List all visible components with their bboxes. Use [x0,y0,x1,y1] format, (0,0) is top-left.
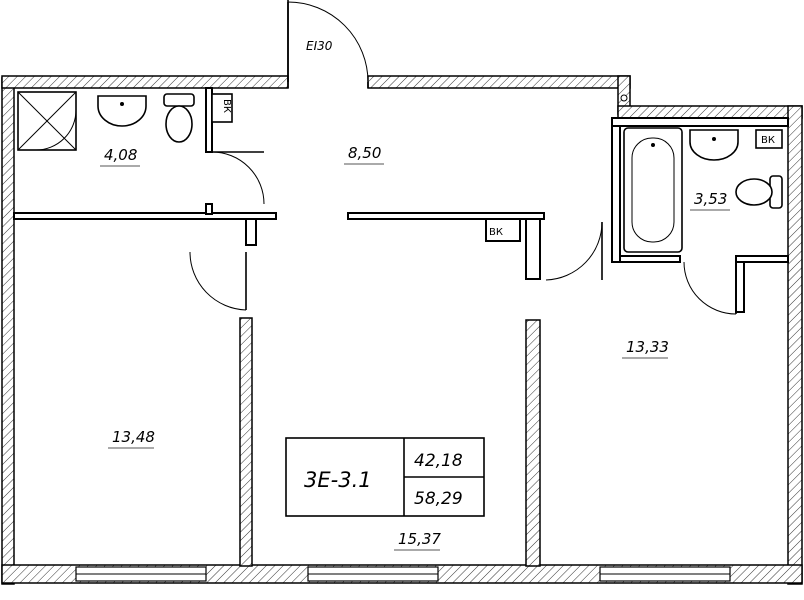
toilet-icon [163,93,195,107]
labels: EI30 ВК ВК ВК 4,08 8,50 3,53 13,33 13,48… [100,39,775,551]
bath-right-left-wall [611,125,621,263]
sink-icon [97,95,147,127]
bath-right-bottom-a [619,255,681,263]
room-area-hallway: 8,50 [348,144,381,162]
doors [189,1,737,315]
bath-right-top [611,117,789,127]
door-swing-icon [683,261,737,315]
bedroom-left-divider [239,317,253,567]
apartment-summary: 3E-3.1 42,18 58,29 [285,437,485,517]
right-wall [787,105,803,585]
bathtub-icon [623,127,683,253]
sink-icon [689,129,739,161]
top-left-wall [1,75,289,89]
left-wall [1,77,15,585]
shaft-left [211,93,233,123]
bath-left-side [205,87,213,153]
bath-left-wall [13,212,277,220]
door-swing-icon [545,221,603,281]
living-area-value: 42,18 [414,451,463,471]
apartment-code: 3E-3.1 [304,468,372,492]
shaft-box [485,218,521,242]
room-area-bedroom-left: 13,48 [112,428,155,446]
bath-right-bottom-b [735,255,789,263]
top-right-wall [617,105,803,119]
bedroom-right-divider [525,319,541,567]
left-bathroom-fixtures [17,91,233,151]
room-area-bathroom-left: 4,08 [104,146,137,164]
windows [75,566,731,582]
room-area-living-room: 15,37 [398,530,441,548]
interior-walls [13,87,789,567]
shaft-label-right: ВК [761,135,775,146]
shaft-label-middle: ВК [489,227,503,238]
door-swing-icon [189,251,247,311]
shaft-right [755,129,783,149]
door-rating: EI30 [306,39,333,53]
door-swing-icon [287,1,369,83]
total-area-value: 58,29 [414,489,463,509]
room-area-bedroom-right: 13,33 [626,338,669,356]
room-area-bathroom-right: 3,53 [694,190,727,208]
top-middle-wall [367,75,631,89]
shaft-label-left: ВК [221,99,232,113]
divider-top [245,218,257,246]
door-swing-icon [211,151,265,205]
bath-right-corner [735,261,745,313]
divider-upper [525,218,541,280]
right-bathroom-fixtures [623,127,783,253]
bath-left-side-b [205,203,213,215]
hall-partition [347,212,545,220]
